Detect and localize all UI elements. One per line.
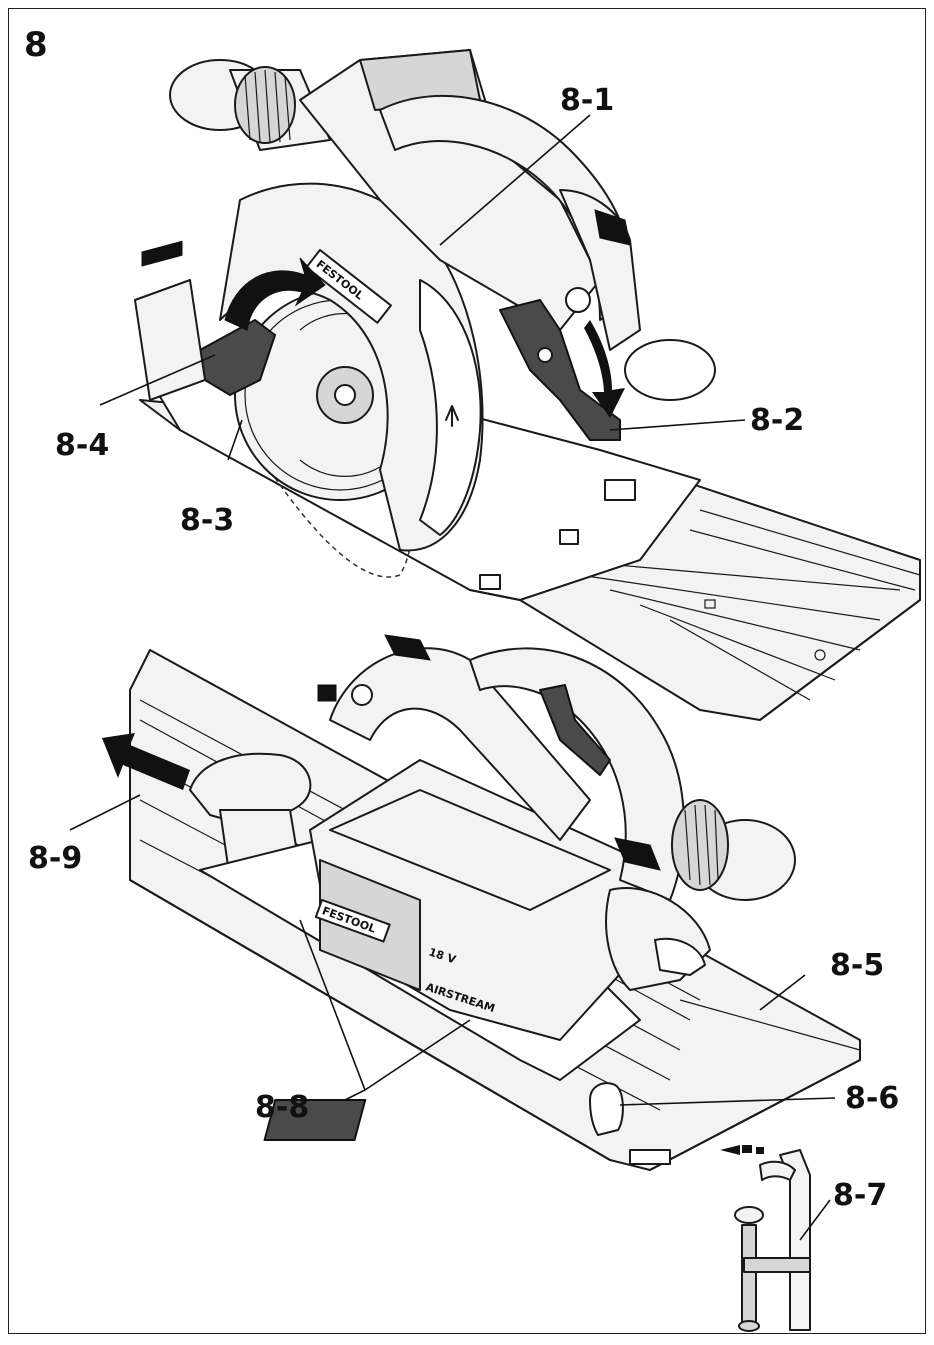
leader-8-3 [227,419,243,461]
callout-8-3: 8-3 [180,503,234,538]
blade-plunge-arc [249,439,413,578]
callout-8-1: 8-1 [560,83,614,118]
screw-clamp [734,1149,811,1332]
bottom-saw-illustration: FESTOOL 18 V AIRSTREAM [102,634,861,1332]
callout-8-5: 8-5 [830,948,884,983]
leader-8-5 [759,974,806,1011]
insert-arrow [720,1145,764,1155]
leader-8-7 [799,1199,831,1241]
callout-8-4: 8-4 [55,428,109,463]
side-knob [624,339,716,401]
handle-knob [565,287,591,313]
leader-8-2 [609,419,746,431]
bottom-dust-port [671,799,796,901]
battery-pack-top [134,240,206,401]
feed-direction-arrow [102,733,190,790]
callout-8-6: 8-6 [845,1081,899,1116]
dust-extraction-port [169,59,331,151]
leader-8-6 [619,1097,836,1106]
rotation-arrow [224,257,326,331]
figure-number: 8 [24,25,48,65]
bottom-handle [329,647,591,841]
bottom-plunge-lever[interactable] [539,684,611,776]
handle-grip-pad [594,209,631,246]
leader-8-1 [439,114,591,246]
leader-8-4 [99,354,216,406]
callout-8-8: 8-8 [255,1090,309,1125]
leader-8-8 [299,919,471,1101]
press-down-arrow [584,320,625,418]
bottom-switch [317,684,337,702]
callout-8-7: 8-7 [833,1178,887,1213]
callout-8-9: 8-9 [28,841,82,876]
top-saw-illustration: FESTOOL [134,49,921,721]
leader-8-9 [69,794,141,831]
callout-8-2: 8-2 [750,403,804,438]
bottom-handle-grip [384,634,431,661]
rail-stop[interactable] [263,1082,624,1141]
